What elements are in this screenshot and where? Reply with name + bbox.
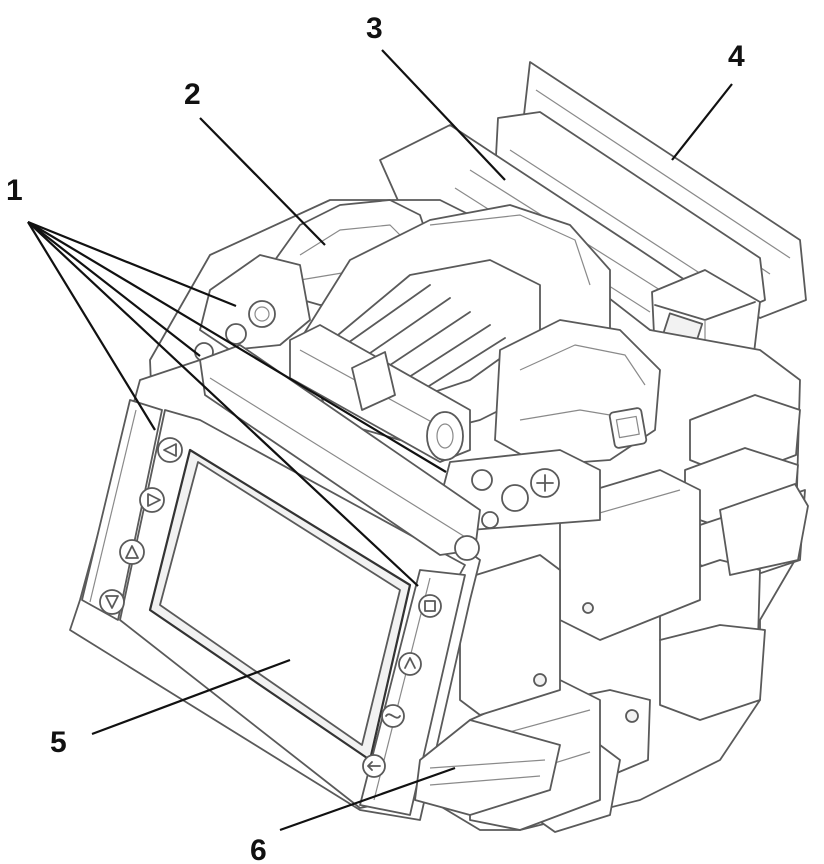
monitor: [69, 359, 481, 821]
left-arrow-buttons: [99, 437, 183, 615]
callout-3: 3: [366, 12, 383, 45]
callout-labels: 1 2 3 4 5 6: [6, 12, 745, 864]
callout-6: 6: [250, 834, 267, 864]
callout-4: 4: [728, 40, 745, 73]
hinge-bar: [289, 324, 601, 531]
wind-protector-lid: [494, 61, 807, 321]
monitor-hinge: [199, 344, 481, 561]
callout-2: 2: [184, 78, 201, 111]
right-function-buttons: [362, 594, 442, 778]
callout-1: 1: [6, 174, 23, 207]
callout-5: 5: [50, 726, 67, 759]
heat-shrink-oven: [414, 719, 561, 816]
leader-lines: [27, 49, 733, 832]
